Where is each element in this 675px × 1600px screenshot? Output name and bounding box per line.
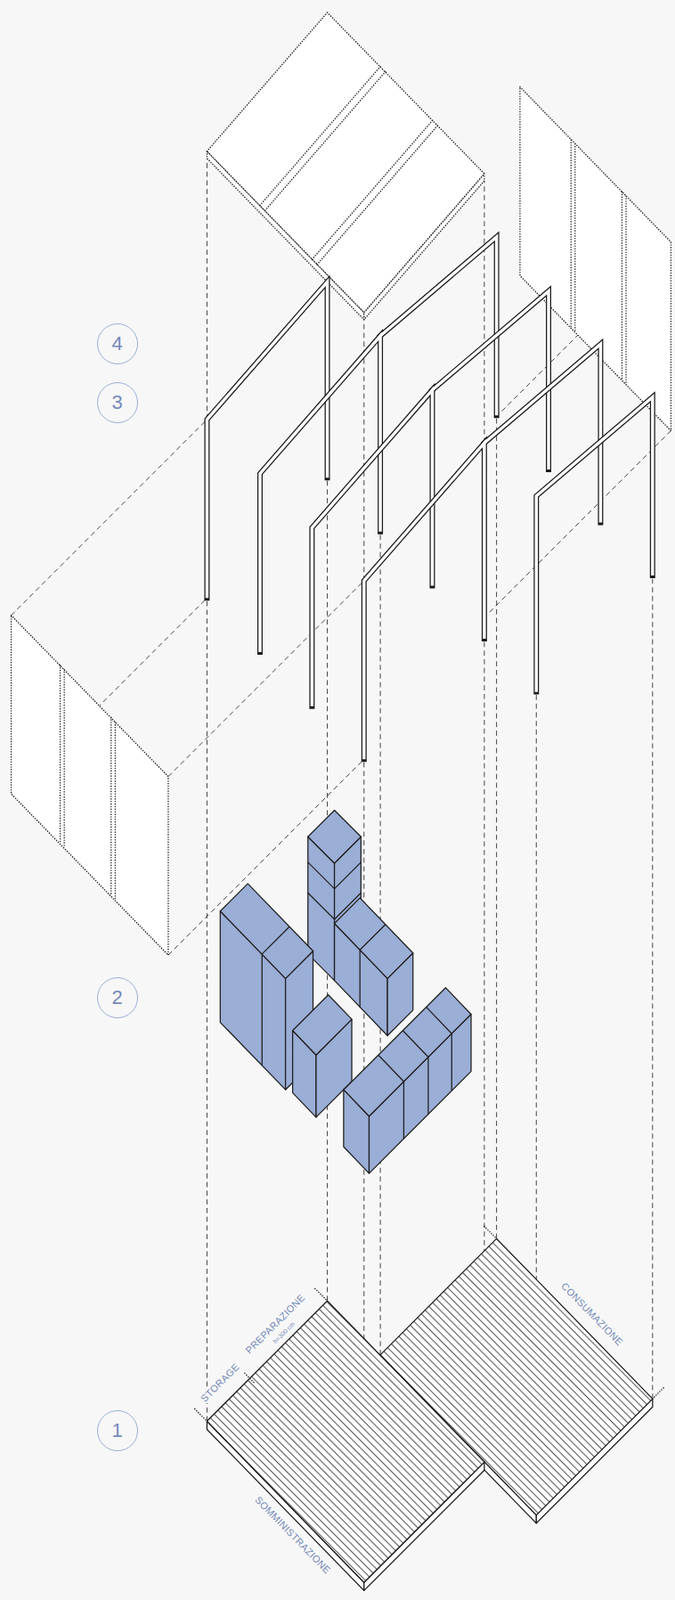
furniture-block [261,926,290,1066]
projection-line [11,158,672,1582]
roof-panel [206,12,484,313]
zone-tick [195,1226,666,1422]
portal-frame [536,397,653,692]
portal-frame [206,281,327,598]
portal-frame [206,281,327,598]
portal-frame [380,236,497,415]
furniture-block [292,994,352,1117]
wall-panel [621,192,623,382]
projection-line [483,180,485,443]
zone-tick [652,1385,666,1399]
portal-frame [364,343,602,759]
roof-panel [311,120,432,260]
zone-tick [244,1372,255,1383]
portal-frame [431,291,549,470]
wall-panel [114,722,116,901]
zone-tick [484,1226,497,1239]
roof-panel [317,125,438,265]
portal-frame [536,397,653,692]
zone-tick [195,1408,208,1422]
portal-frame [364,442,485,759]
callout-number: 2 [97,976,139,1018]
furniture-block [359,924,386,1008]
projection-line [651,575,653,1399]
callout-number: 4 [97,323,139,365]
floor-plate [206,1237,652,1590]
wall-panel [520,87,671,432]
roof-panel [265,71,386,211]
wall-panel [59,665,61,844]
zone-label: SOMMINISTRAZIONE [251,1492,334,1577]
callout-number: 1 [97,1409,139,1451]
portal-frame [260,236,497,652]
projection-line [206,158,208,420]
wall-panel [569,139,571,329]
furniture-block [308,809,362,863]
zone-tick [315,1287,328,1301]
furniture-block [402,1030,429,1115]
furniture-block [426,1006,453,1090]
portal-frame [536,397,653,692]
wall-panel [11,615,169,955]
wall-panel [625,195,627,385]
portal-frame [311,390,432,707]
projection-line [11,419,208,616]
portal-frame [484,343,602,522]
wall-panel [63,668,65,847]
projection-line [206,597,208,1421]
furniture-block [292,994,352,1056]
furniture-block [308,862,362,889]
roof-panel [260,66,381,206]
furniture-block [343,987,472,1173]
portal-frame [431,291,549,470]
furniture-block [219,883,313,978]
furniture-block [378,1054,405,1139]
projection-line [168,580,365,777]
wall-panel [574,144,576,334]
zone-label: CONSUMAZIONE [558,1278,627,1349]
roof-panel [206,12,484,320]
portal-frame [380,236,497,415]
callout-number: 3 [97,382,139,423]
projection-line [496,414,497,1238]
portal-frame [311,390,432,707]
wall-panel [11,615,169,955]
wall-panel [520,87,671,432]
portal-frame [364,442,485,759]
portal-frame [311,291,549,707]
zone-label: PREPARAZIONE [242,1290,309,1357]
zone-label: STORAGE [196,1358,243,1405]
furniture-block [343,987,472,1116]
portal-frame [206,281,327,598]
portal-frame [484,343,602,522]
furniture-block [334,897,414,978]
wall-panel [110,716,112,895]
